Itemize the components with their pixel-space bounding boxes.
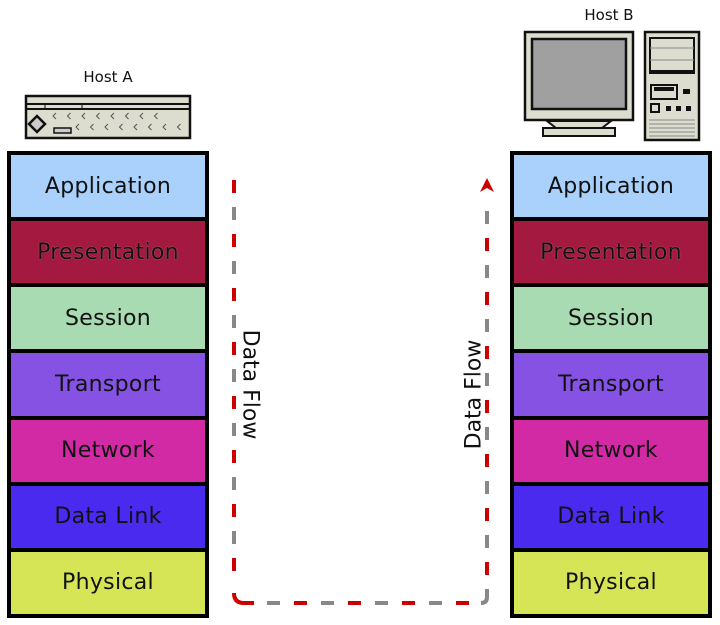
layer-label: Application (44, 173, 172, 199)
layer-label: Transport (55, 371, 161, 397)
host-a-label: Host A (83, 68, 133, 86)
layer-label: Session (64, 305, 152, 331)
flow-corner (480, 589, 489, 605)
layer-transport: Transport (514, 353, 708, 416)
layer-label: Session (567, 305, 655, 331)
layer-physical: Physical (11, 551, 205, 614)
layer-label: Data Link (557, 504, 665, 530)
network-switch-icon (24, 94, 192, 140)
layer-label: Network (61, 438, 155, 464)
layer-session: Session (514, 287, 708, 350)
arrow-head-icon (480, 178, 494, 192)
layer-label: Data Link (54, 504, 162, 530)
layer-transport: Transport (11, 353, 205, 416)
layer-presentation: Presentation (11, 221, 205, 284)
flow-corner (232, 592, 254, 605)
layer-session: Session (11, 287, 205, 350)
layer-label: Presentation (37, 239, 179, 265)
layer-presentation: Presentation (514, 221, 708, 284)
layer-physical: Physical (514, 551, 708, 614)
layer-label: Physical (62, 570, 154, 596)
layer-label: Physical (565, 570, 657, 596)
host-b-osi-stack: Application Presentation Session Transpo… (510, 151, 712, 618)
layer-network: Network (514, 419, 708, 482)
layer-application: Application (11, 155, 205, 218)
layer-label: Network (564, 438, 658, 464)
layer-data-link: Data Link (11, 485, 205, 548)
layer-network: Network (11, 419, 205, 482)
data-flow-label-up: Data Flow (461, 339, 487, 450)
layer-application: Application (514, 155, 708, 218)
data-flow-label-down: Data Flow (237, 329, 263, 440)
host-b-label: Host B (584, 6, 634, 24)
layer-label: Application (547, 173, 675, 199)
host-a-osi-stack: Application Presentation Session Transpo… (7, 151, 209, 618)
layer-label: Presentation (540, 239, 682, 265)
desktop-computer-icon (523, 30, 701, 142)
layer-data-link: Data Link (514, 485, 708, 548)
layer-label: Transport (558, 371, 664, 397)
